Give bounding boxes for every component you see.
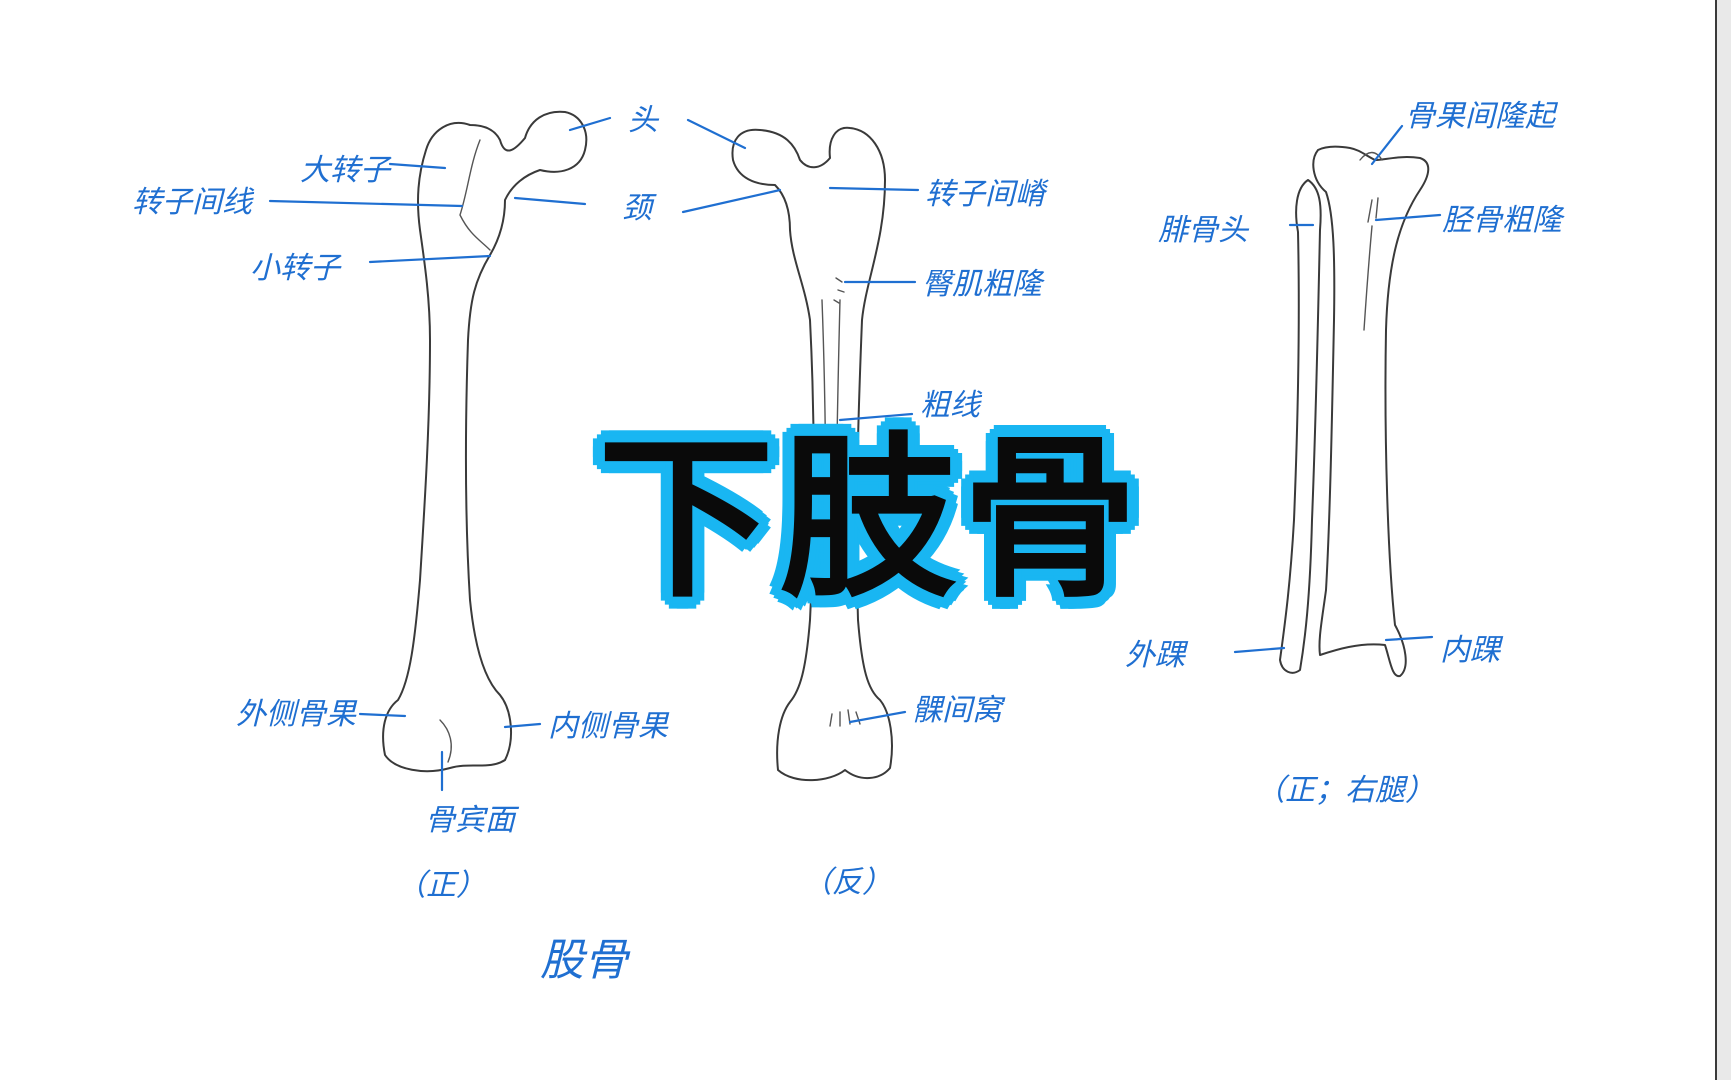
- leader-med-condyle: [503, 722, 542, 729]
- label-fibular-head: 腓骨头: [1158, 213, 1250, 248]
- caption-front: （正）: [396, 868, 486, 903]
- femur-back-fossa-marks: [829, 709, 861, 727]
- label-medial-condyle: 内侧骨果: [548, 709, 670, 744]
- femur-back-outline: [731, 126, 893, 782]
- tibia-tuberosity-marks: [1363, 197, 1379, 331]
- label-greater-trochanter: 大转子: [300, 153, 392, 188]
- caption-tibia-fibula: （正；右腿）: [1255, 773, 1435, 808]
- femur-back-linea-aspera: [821, 299, 827, 541]
- leader-intertroch-line: [268, 199, 464, 208]
- label-tibial-tuberosity: 胫骨粗隆: [1442, 203, 1565, 238]
- label-gluteal-tuberosity: 臀肌粗隆: [922, 267, 1045, 302]
- femur-back-drawing: [731, 126, 893, 782]
- label-medial-malleolus: 内踝: [1440, 633, 1504, 668]
- leader-neck-front: [513, 196, 587, 206]
- leader-tibial-tub: [1374, 213, 1442, 222]
- leader-lat-condyle: [358, 712, 407, 718]
- leader-head-front: [568, 116, 612, 132]
- tibia-eminence-detail: [1359, 151, 1383, 161]
- label-neck: 颈: [622, 191, 657, 226]
- leader-fossa: [848, 710, 907, 724]
- label-lateral-malleolus: 外踝: [1125, 638, 1189, 673]
- femur-name: 股骨: [540, 935, 631, 986]
- caption-back: （反）: [802, 865, 892, 900]
- label-patellar-surface: 骨宾面: [425, 803, 520, 838]
- leader-intertroch-crest: [828, 186, 920, 192]
- fibula-outline: [1279, 179, 1322, 674]
- femur-front-condyle-detail: [439, 719, 452, 763]
- label-linea-aspera: 粗线: [920, 388, 983, 423]
- label-intercondylar-fossa: 髁间窝: [912, 693, 1006, 728]
- label-head: 头: [628, 103, 660, 138]
- femur-back-gluteal-marks: [833, 277, 845, 304]
- label-intertrochanteric-crest: 转子间嵴: [925, 177, 1049, 212]
- leader-lines: [268, 116, 1442, 792]
- leader-lesser-troch: [368, 254, 492, 264]
- label-intercondylar-eminence: 骨果间隆起: [1405, 99, 1559, 134]
- leader-eminence: [1370, 124, 1404, 166]
- label-intertrochanteric-line: 转子间线: [132, 185, 255, 220]
- leader-neck-back: [681, 188, 782, 214]
- femur-back-linea-aspera-2: [835, 299, 841, 541]
- leader-linea: [838, 412, 914, 422]
- tibia-fibula-drawing: [1279, 145, 1430, 678]
- femur-front-intertroch-detail: [459, 139, 491, 251]
- leader-head-back: [686, 118, 747, 150]
- main-title: 下肢骨: [598, 417, 1145, 622]
- femur-front-drawing: [382, 110, 588, 773]
- femur-front-outline: [382, 110, 588, 773]
- label-lateral-condyle: 外侧骨果: [236, 697, 358, 732]
- leader-lat-mall: [1233, 646, 1286, 654]
- leader-greater-troch: [388, 162, 447, 170]
- window-edge: [1715, 0, 1731, 1080]
- label-lesser-trochanter: 小转子: [250, 251, 342, 286]
- tibia-outline: [1312, 145, 1430, 678]
- leader-med-mall: [1384, 635, 1434, 642]
